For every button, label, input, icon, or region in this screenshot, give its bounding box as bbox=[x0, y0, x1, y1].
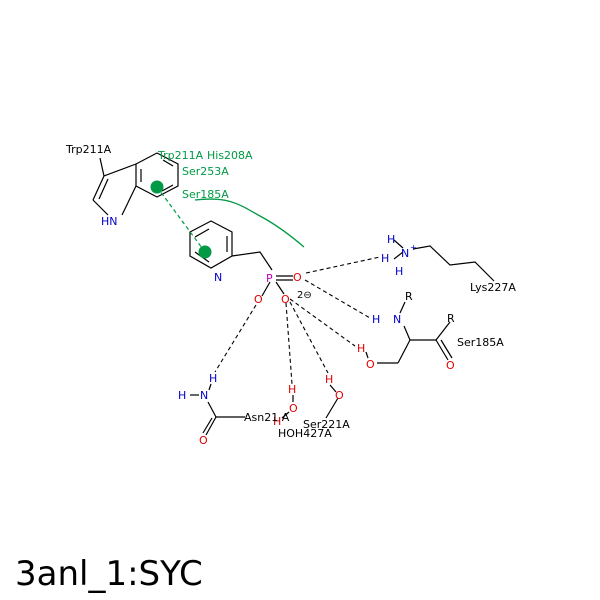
residue-ser253-interaction: Ser253A bbox=[182, 165, 229, 178]
atom-n-pyridine: N bbox=[214, 271, 222, 284]
atom-o-carbonyl: O bbox=[446, 359, 455, 372]
atom-r-right: R bbox=[447, 312, 455, 325]
atom-o-ser221: O bbox=[335, 389, 344, 402]
hbond-water-o bbox=[285, 302, 293, 385]
atom-h-lys1: H bbox=[387, 233, 395, 246]
ring-centroid-pyridine bbox=[198, 245, 212, 259]
ring-centroid-indole bbox=[150, 180, 164, 194]
atom-o-top: O bbox=[293, 271, 302, 284]
hydrophobic-contact-arc bbox=[194, 198, 305, 248]
atom-h-ser221: H bbox=[325, 373, 333, 386]
atom-h-water2: H bbox=[273, 415, 281, 428]
atom-plus-lys: + bbox=[410, 243, 417, 252]
atom-n-asn: N bbox=[200, 389, 208, 402]
water-ser221-bonds bbox=[281, 384, 339, 419]
atom-h-water1: H bbox=[288, 383, 296, 396]
atom-h-lys3: H bbox=[395, 265, 403, 278]
atom-hn-indole: HN bbox=[101, 215, 118, 228]
residue-lys227: Lys227A bbox=[470, 281, 516, 294]
atom-o-left: O bbox=[254, 293, 263, 306]
hydrogen-bonds bbox=[214, 256, 381, 385]
phosphate-bonds bbox=[261, 275, 293, 297]
pi-stacking bbox=[150, 180, 212, 259]
atom-h-lys2: H bbox=[381, 252, 389, 265]
residue-asn21: Asn21 A bbox=[244, 411, 290, 424]
atom-r-top: R bbox=[405, 290, 413, 303]
atom-o-asn: O bbox=[199, 434, 208, 447]
atom-h-ser-n: H bbox=[372, 313, 380, 326]
atom-o-mid: O bbox=[281, 293, 290, 306]
atom-h-asn2: H bbox=[178, 389, 186, 402]
atom-n-ser: N bbox=[393, 313, 401, 326]
indole-ring bbox=[92, 152, 179, 216]
hbond-lys-o bbox=[305, 256, 381, 274]
hbond-seroh-o bbox=[289, 298, 356, 347]
residue-ser185-interaction: Ser185A bbox=[182, 188, 229, 201]
residue-ser221: Ser221A bbox=[303, 418, 350, 431]
atom-h-ser-oh: H bbox=[357, 342, 365, 355]
residue-trp211-interaction: Trp211A bbox=[157, 149, 204, 162]
residue-hoh427: HOH427A bbox=[278, 427, 332, 440]
asn-sidechain bbox=[190, 383, 245, 436]
ser185-backbone bbox=[365, 301, 453, 364]
atom-p: P bbox=[266, 272, 273, 285]
residue-trp211-top: Trp211A bbox=[65, 143, 112, 156]
atom-h-asn: H bbox=[209, 372, 217, 385]
atom-o-water: O bbox=[289, 402, 298, 415]
residue-ser185: Ser185A bbox=[457, 336, 504, 349]
residue-his208-interaction: His208A bbox=[207, 149, 253, 162]
hbond-sern-o bbox=[304, 279, 371, 319]
pyridine-ring bbox=[189, 220, 273, 271]
lys-chain bbox=[393, 239, 495, 282]
atom-n-lys: N bbox=[401, 247, 409, 260]
diagram-title: 3anl_1:SYC bbox=[15, 554, 203, 594]
charge-label: 2⊖ bbox=[297, 290, 312, 301]
hbond-asn-o bbox=[214, 304, 257, 373]
atom-o-ser: O bbox=[366, 358, 375, 371]
